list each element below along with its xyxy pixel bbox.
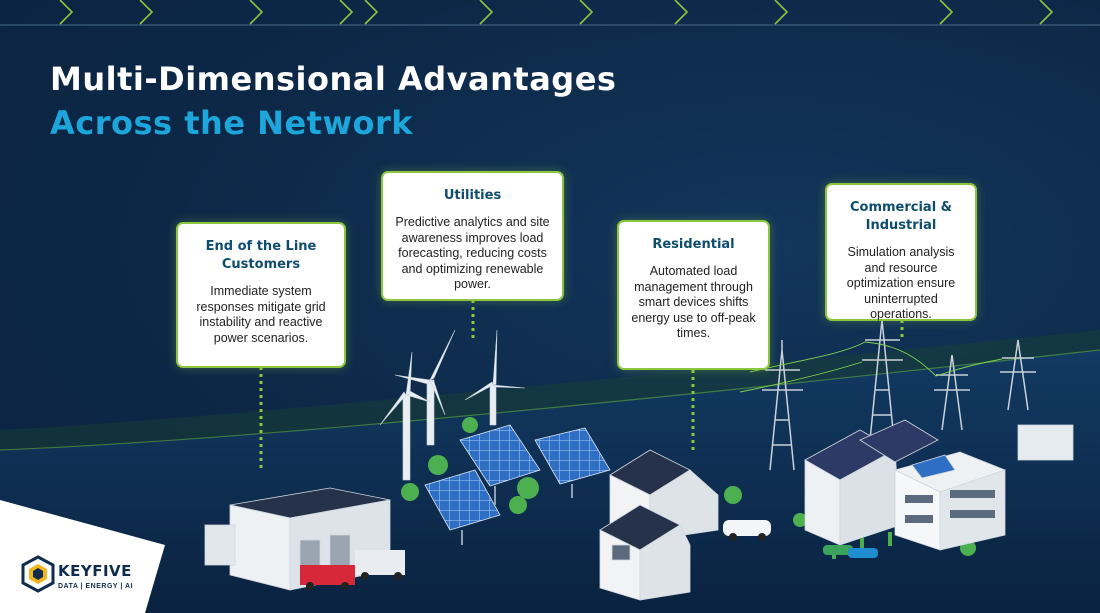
logo-wordmark: KEYFIVE	[58, 562, 132, 580]
keyfive-logo: KEYFIVE DATA | ENERGY | AI	[20, 550, 150, 600]
card-body: Predictive analytics and site awareness …	[395, 215, 550, 291]
trucks	[300, 550, 405, 590]
power-pylons	[739, 319, 1036, 471]
card-heading: Residential	[652, 237, 735, 252]
solar-panels	[424, 424, 611, 545]
page-title: Multi-Dimensional Advantages	[50, 60, 617, 98]
ev-chargers	[823, 532, 892, 559]
card-heading: Commercial & Industrial	[849, 200, 953, 233]
wind-turbines	[379, 329, 526, 481]
hexagon-logo-icon	[21, 555, 55, 593]
ground-edge	[0, 349, 1100, 451]
page-subtitle: Across the Network	[50, 104, 414, 142]
card-heading: End of the Line Customers	[205, 239, 317, 272]
logo-tagline: DATA | ENERGY | AI	[58, 583, 134, 590]
car	[723, 520, 771, 541]
card-utilities: Utilities Predictive analytics and site …	[381, 171, 564, 301]
card-heading: Utilities	[443, 188, 502, 203]
card-end-of-line: End of the Line Customers Immediate syst…	[176, 222, 346, 368]
card-residential: Residential Automated load management th…	[617, 220, 770, 370]
houses	[599, 449, 719, 601]
chevron-band	[0, 0, 1100, 26]
corner-wedge	[0, 500, 165, 613]
card-commercial: Commercial & Industrial Simulation analy…	[825, 183, 977, 321]
commercial-buildings	[804, 419, 1074, 551]
card-body: Immediate system responses mitigate grid…	[196, 284, 326, 345]
card-body: Automated load management through smart …	[631, 264, 756, 340]
card-body: Simulation analysis and resource optimiz…	[846, 245, 956, 321]
